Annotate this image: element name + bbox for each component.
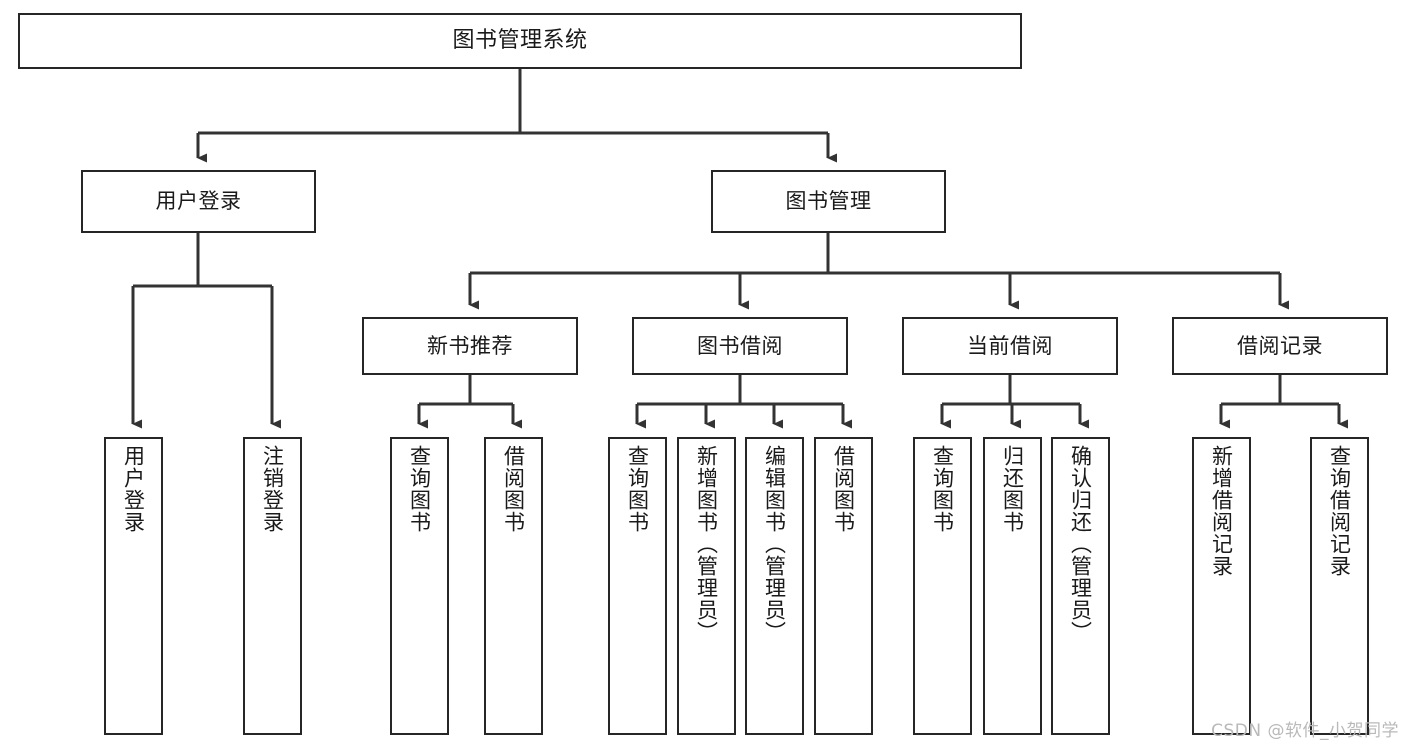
leaf-query-book-nbr-label: 查询图书 [407, 445, 432, 533]
leaf-query-borrow-record-label: 查询借阅记录 [1327, 445, 1352, 577]
leaf-edit-book-admin-label: 编辑图书（管理员） [762, 445, 787, 643]
leaf-query-book-cb[interactable]: 查询图书 [913, 437, 972, 735]
leaf-borrow-book-bb[interactable]: 借阅图书 [814, 437, 873, 735]
leaf-logout[interactable]: 注销登录 [243, 437, 302, 735]
leaf-add-borrow-record-label: 新增借阅记录 [1209, 445, 1234, 577]
leaf-query-book-nbr[interactable]: 查询图书 [390, 437, 449, 735]
leaf-query-book-bb[interactable]: 查询图书 [608, 437, 667, 735]
leaf-add-book-admin-label: 新增图书（管理员） [694, 445, 719, 643]
node-user-login[interactable]: 用户登录 [81, 170, 316, 233]
leaf-query-book-bb-label: 查询图书 [625, 445, 650, 533]
leaf-edit-book-admin[interactable]: 编辑图书（管理员） [745, 437, 804, 735]
leaf-query-book-cb-label: 查询图书 [930, 445, 955, 533]
node-borrowing-record[interactable]: 借阅记录 [1172, 317, 1388, 375]
node-current-borrowing-label: 当前借阅 [967, 333, 1053, 358]
node-new-book-recommendation-label: 新书推荐 [427, 333, 513, 358]
node-book-borrowing-label: 图书借阅 [697, 333, 783, 358]
leaf-borrow-book-nbr-label: 借阅图书 [501, 445, 526, 533]
leaf-add-book-admin[interactable]: 新增图书（管理员） [677, 437, 736, 735]
leaf-user-login-label: 用户登录 [121, 445, 146, 533]
node-book-management-label: 图书管理 [785, 189, 872, 214]
leaf-user-login[interactable]: 用户登录 [104, 437, 163, 735]
leaf-add-borrow-record[interactable]: 新增借阅记录 [1192, 437, 1251, 735]
leaf-confirm-return-admin[interactable]: 确认归还（管理员） [1051, 437, 1110, 735]
leaf-borrow-book-bb-label: 借阅图书 [831, 445, 856, 533]
node-new-book-recommendation[interactable]: 新书推荐 [362, 317, 578, 375]
node-current-borrowing[interactable]: 当前借阅 [902, 317, 1118, 375]
node-root[interactable]: 图书管理系统 [18, 13, 1022, 69]
leaf-return-book-label: 归还图书 [1000, 445, 1025, 533]
leaf-logout-label: 注销登录 [260, 445, 285, 533]
leaf-borrow-book-nbr[interactable]: 借阅图书 [484, 437, 543, 735]
leaf-return-book[interactable]: 归还图书 [983, 437, 1042, 735]
leaf-query-borrow-record[interactable]: 查询借阅记录 [1310, 437, 1369, 735]
node-borrowing-record-label: 借阅记录 [1237, 333, 1323, 358]
leaf-confirm-return-admin-label: 确认归还（管理员） [1068, 445, 1093, 643]
node-book-borrowing[interactable]: 图书借阅 [632, 317, 848, 375]
node-user-login-label: 用户登录 [155, 189, 242, 214]
node-root-label: 图书管理系统 [452, 28, 588, 54]
node-book-management[interactable]: 图书管理 [711, 170, 946, 233]
